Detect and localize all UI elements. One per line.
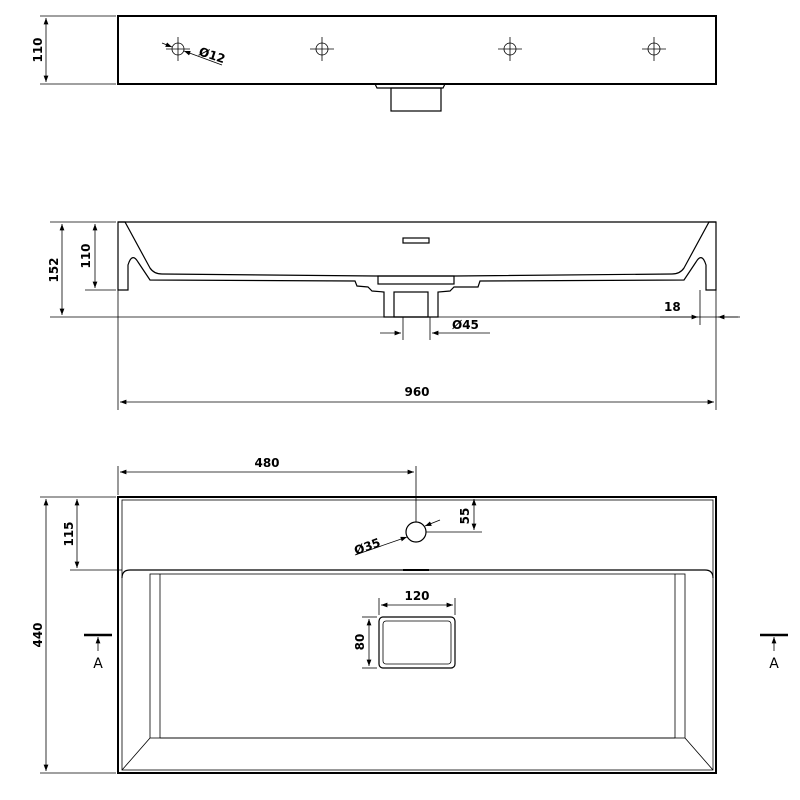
hole-2 — [310, 37, 334, 61]
dim-depth: 440 — [31, 622, 45, 647]
dim-wall-thickness: 18 — [664, 300, 681, 314]
plan-view: 480 115 55 Ø35 120 80 440 A A — [31, 456, 788, 774]
dim-basin-height: 110 — [79, 243, 93, 268]
svg-text:A: A — [93, 656, 103, 672]
drain-outlet — [390, 87, 442, 112]
top-view: Ø12 110 — [31, 15, 717, 112]
drain-grate — [377, 275, 455, 285]
top-outline — [117, 15, 717, 85]
tap-hole — [405, 521, 427, 543]
tap-holes — [166, 37, 666, 61]
dim-top-height: 110 — [31, 37, 45, 62]
dim-drain-diameter: Ø45 — [452, 318, 479, 332]
hole-3 — [498, 37, 522, 61]
section-view: 152 110 Ø45 18 960 — [47, 221, 740, 410]
hole-1 — [166, 37, 190, 61]
drain-cover — [378, 616, 456, 669]
overflow-slot — [402, 237, 430, 244]
section-mark-left: A — [84, 633, 112, 672]
dim-drain-width: 120 — [404, 589, 429, 603]
dim-tap-y: 55 — [458, 508, 472, 525]
plan-outline — [117, 496, 717, 774]
dim-drain-height: 80 — [353, 634, 367, 651]
dim-tap-hole-diameter: Ø35 — [352, 535, 382, 557]
basin-section — [117, 221, 717, 318]
svg-text:A: A — [769, 656, 779, 672]
hole-diameter-label: Ø12 — [197, 45, 227, 67]
hole-4 — [642, 37, 666, 61]
section-mark-right: A — [760, 633, 788, 672]
dim-deck: 115 — [62, 521, 76, 546]
dim-width: 960 — [404, 385, 429, 399]
dim-tap-x: 480 — [254, 456, 279, 470]
dim-total-height: 152 — [47, 257, 61, 282]
